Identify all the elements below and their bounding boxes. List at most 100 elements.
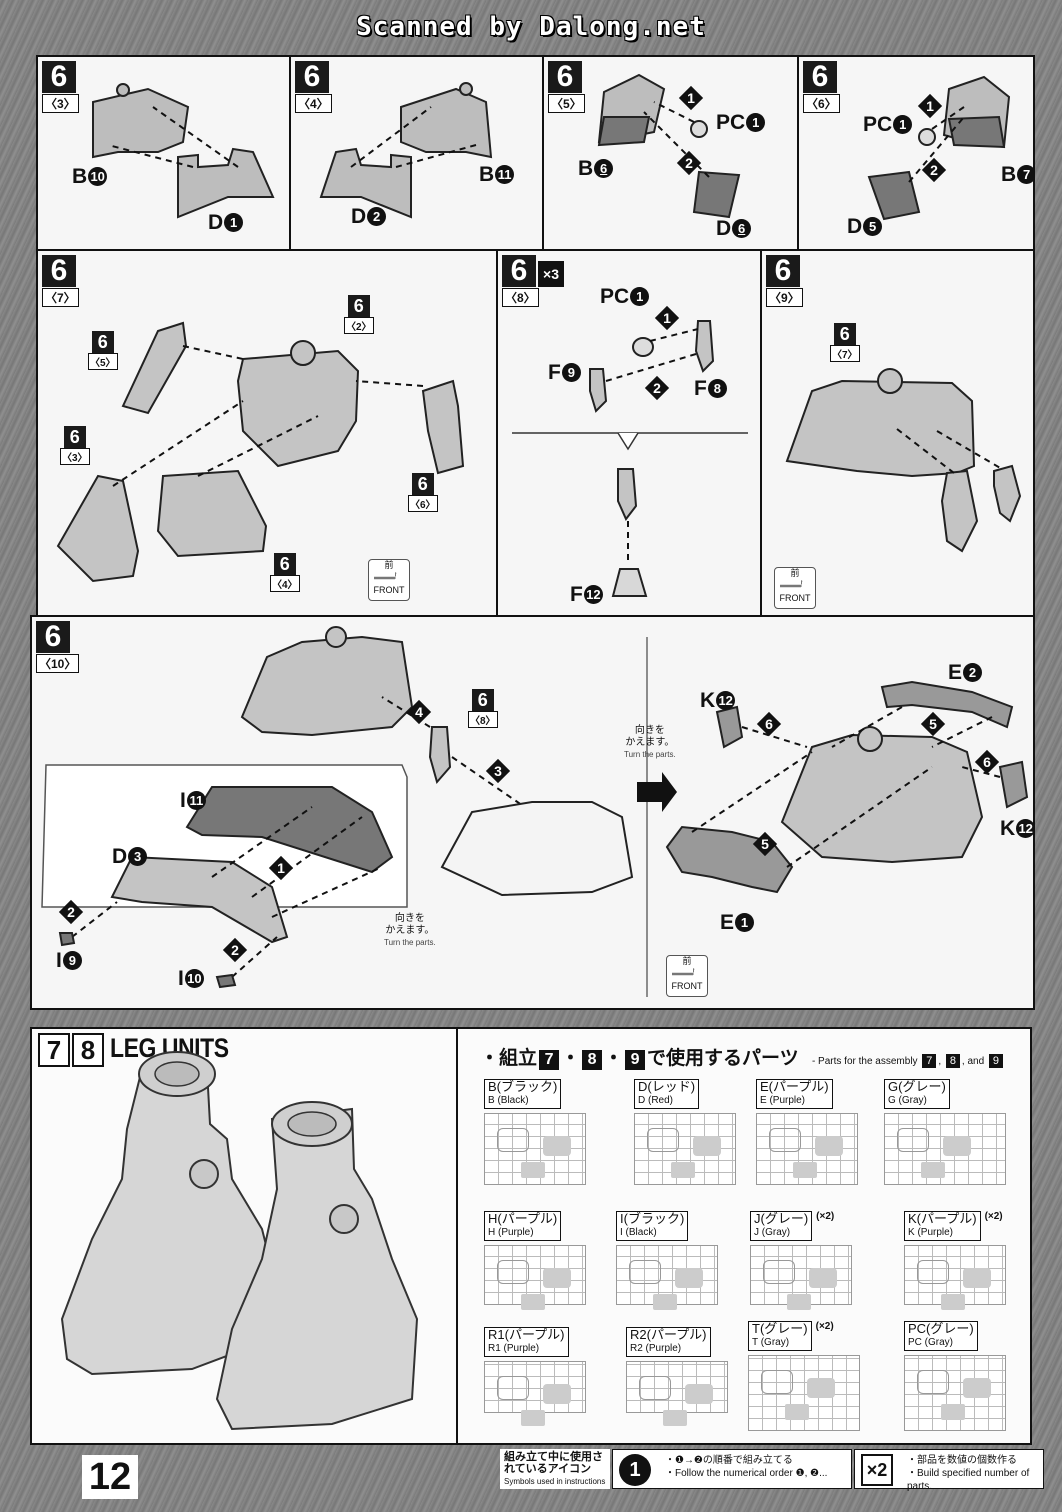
part-label: B xyxy=(479,163,495,186)
part-diagram xyxy=(597,73,741,219)
part-number: 1 xyxy=(735,913,755,932)
page-number: 12 xyxy=(82,1455,138,1499)
order-marker: 1 xyxy=(656,307,678,329)
part-label: I xyxy=(180,789,186,812)
order-marker: 4 xyxy=(408,701,430,723)
order-marker: 6 xyxy=(976,751,998,773)
part-label: K xyxy=(700,689,716,712)
order-marker: 1 xyxy=(680,87,702,109)
runner-h: H(パープル)H (Purple) xyxy=(484,1211,594,1305)
part-number: 7 xyxy=(1017,165,1033,184)
numbered-circle-icon: 1 xyxy=(619,1454,651,1486)
runner-image xyxy=(484,1361,586,1413)
part-number: 12 xyxy=(583,585,603,604)
runner-d: D(レッド)D (Red) xyxy=(634,1079,744,1185)
step-badge: 6〈9〉 xyxy=(766,255,803,307)
runner-pc: PC(グレー)PC (Gray) xyxy=(904,1321,1014,1431)
part-label: I xyxy=(56,949,62,972)
part-label: D xyxy=(716,217,732,240)
multiplier-icon: ×2 xyxy=(861,1454,893,1486)
turn-parts-note: 向きを かえます。Turn the parts. xyxy=(624,725,676,759)
part-number: 12 xyxy=(1016,819,1033,838)
legend-multiplier-symbol: ×2 ・部品を数値の個数作る・Build specified number of… xyxy=(854,1449,1044,1492)
part-label: D xyxy=(847,215,863,238)
step-badge: 6〈6〉 xyxy=(803,61,840,113)
step-reference: 6〈2〉 xyxy=(344,295,374,334)
step-badge: 6〈10〉 xyxy=(36,621,80,673)
panel-step-6-10: 6〈10〉 xyxy=(30,615,1035,1010)
step-reference: 6〈6〉 xyxy=(408,473,438,512)
step-badge: 6〈8〉 xyxy=(502,255,539,307)
part-number: 6 xyxy=(594,159,614,178)
part-label: I xyxy=(178,967,184,990)
part-label: PC xyxy=(600,285,630,308)
runner-image xyxy=(634,1113,736,1185)
runner-k: K(パープル)K (Purple)(×2) xyxy=(904,1211,1034,1305)
part-number: 1 xyxy=(224,213,244,232)
part-number: 12 xyxy=(716,691,736,710)
runner-image xyxy=(904,1245,1006,1305)
runner-r1: R1(パープル)R1 (Purple) xyxy=(484,1327,594,1413)
order-marker: 2 xyxy=(646,377,668,399)
runner-t: T(グレー)T (Gray)(×2) xyxy=(748,1321,878,1431)
part-number: 11 xyxy=(186,791,206,810)
order-marker: 2 xyxy=(678,152,700,174)
step-reference: 6〈7〉 xyxy=(830,323,860,362)
runner-image xyxy=(616,1245,718,1305)
part-diagram xyxy=(867,75,1011,221)
runner-j: J(グレー)J (Gray)(×2) xyxy=(750,1211,880,1305)
part-number: 11 xyxy=(495,165,515,184)
order-marker: 2 xyxy=(60,901,82,923)
part-label: E xyxy=(720,911,735,934)
part-label: PC xyxy=(863,113,893,136)
part-label: F xyxy=(694,377,707,400)
part-diagram xyxy=(41,626,1029,997)
runner-image xyxy=(626,1361,728,1413)
part-diagram xyxy=(92,83,275,219)
order-marker: 5 xyxy=(754,833,776,855)
part-label: B xyxy=(1001,163,1017,186)
leg-units-illustration xyxy=(60,1051,419,1431)
runner-image xyxy=(904,1355,1006,1431)
part-number: 9 xyxy=(62,951,82,970)
part-label: D xyxy=(351,205,367,228)
order-marker: 1 xyxy=(919,95,941,117)
runner-r2: R2(パープル)R2 (Purple) xyxy=(626,1327,736,1413)
turn-parts-note: 向きを かえます。Turn the parts. xyxy=(384,913,436,947)
runner-image xyxy=(484,1113,586,1185)
step-badge: 6〈3〉 xyxy=(42,61,79,113)
part-diagram xyxy=(512,320,748,597)
order-marker: 3 xyxy=(487,760,509,782)
part-label: F xyxy=(570,583,583,606)
part-number: 1 xyxy=(746,113,766,132)
part-diagram xyxy=(56,321,465,583)
step-badge: 6〈7〉 xyxy=(42,255,79,307)
part-number: 10 xyxy=(88,167,108,186)
multiplier-badge: ×3 xyxy=(538,261,564,287)
part-label: F xyxy=(548,361,561,384)
legend-order-symbol: 1 ・❶→❷の順番で組み立てる・Follow the numerical ord… xyxy=(612,1449,852,1489)
part-number: 3 xyxy=(128,847,148,866)
part-number: 2 xyxy=(963,663,983,682)
part-label: B xyxy=(578,157,594,180)
order-marker: 1 xyxy=(270,857,292,879)
order-marker: 2 xyxy=(923,159,945,181)
order-marker: 2 xyxy=(224,939,246,961)
part-label: B xyxy=(72,165,88,188)
runner-image xyxy=(884,1113,1006,1185)
step-reference: 6〈8〉 xyxy=(468,689,498,728)
step-reference: 6〈4〉 xyxy=(270,553,300,592)
part-number: 5 xyxy=(863,217,883,236)
step-reference: 6〈5〉 xyxy=(88,331,118,370)
